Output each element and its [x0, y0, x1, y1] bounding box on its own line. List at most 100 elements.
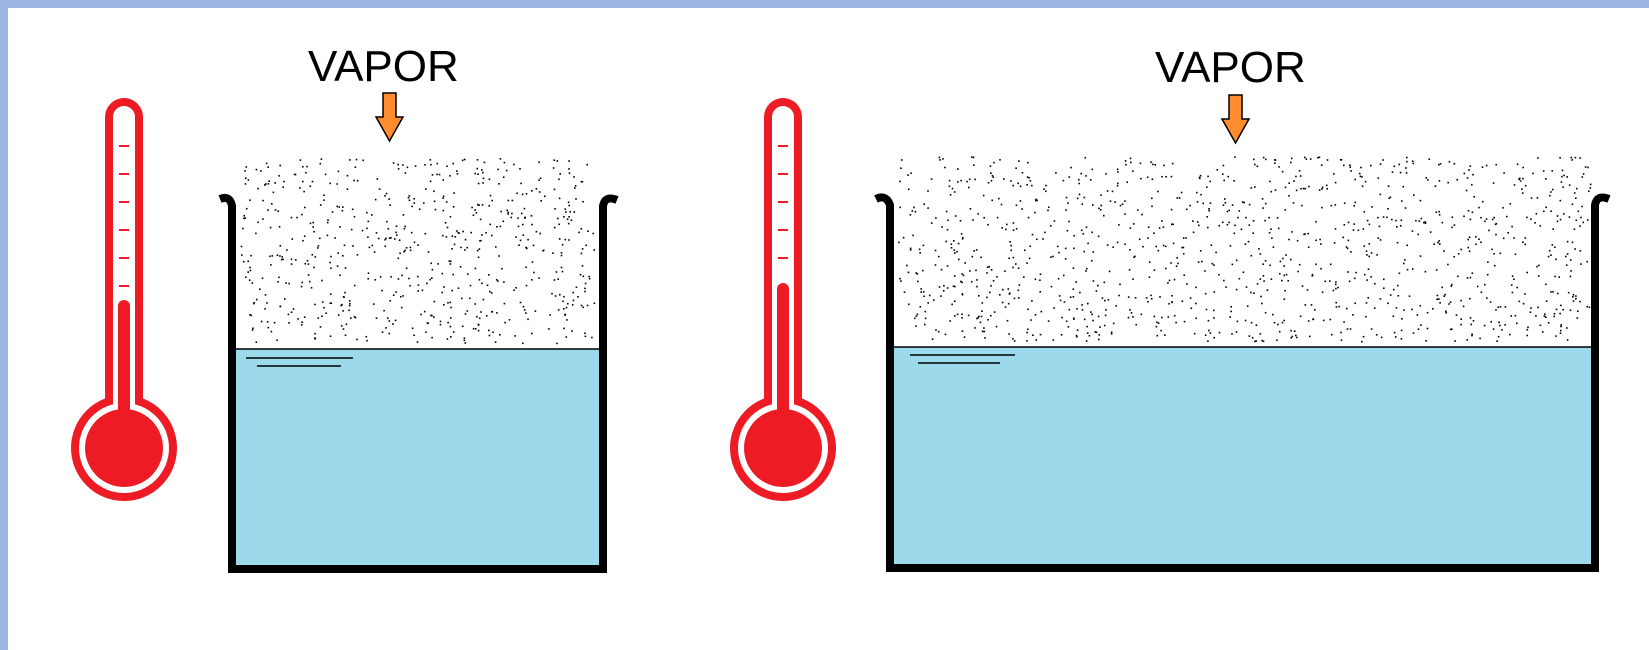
- vapor-dot: [352, 245, 354, 247]
- vapor-dot: [901, 159, 903, 161]
- vapor-dot: [450, 302, 452, 304]
- vapor-dot: [1291, 231, 1293, 233]
- vapor-dot: [1069, 176, 1071, 178]
- vapor-dot: [1019, 284, 1021, 286]
- vapor-dot: [395, 291, 397, 293]
- vapor-dot: [1005, 229, 1007, 231]
- vapor-dot: [1405, 207, 1407, 209]
- vapor-dot: [1519, 301, 1521, 303]
- vapor-dot: [1015, 263, 1017, 265]
- vapor-dot: [984, 337, 986, 339]
- vapor-dot: [1030, 319, 1032, 321]
- vapor-dot: [267, 166, 269, 168]
- vapor-dot: [935, 217, 937, 219]
- vapor-dot: [559, 238, 561, 240]
- vapor-dot: [947, 265, 949, 267]
- vapor-dot: [1112, 191, 1114, 193]
- vapor-dot: [923, 203, 925, 205]
- vapor-dot: [1566, 327, 1568, 329]
- vapor-dot: [334, 237, 336, 239]
- vapor-dot: [356, 339, 358, 341]
- vapor-dot: [1105, 173, 1107, 175]
- vapor-dot: [569, 211, 571, 213]
- vapor-dot: [450, 307, 452, 309]
- vapor-dot: [402, 295, 404, 297]
- vapor-dot: [1040, 273, 1042, 275]
- vapor-dot: [938, 256, 940, 258]
- vapor-dot: [1128, 296, 1130, 298]
- vapor-dot: [551, 293, 553, 295]
- vapor-dot: [304, 263, 306, 265]
- vapor-dot: [1171, 176, 1173, 178]
- vapor-dot: [390, 276, 392, 278]
- vapor-dot: [1421, 218, 1423, 220]
- vapor-dot: [1029, 258, 1031, 260]
- vapor-dot: [1521, 188, 1523, 190]
- vapor-dot: [1070, 296, 1072, 298]
- vapor-dot: [1473, 196, 1475, 198]
- vapor-dot: [475, 268, 477, 270]
- vapor-dot: [1158, 250, 1160, 252]
- vapor-dot: [940, 295, 942, 297]
- vapor-dot: [582, 201, 584, 203]
- vapor-dot: [1018, 290, 1020, 292]
- vapor-dot: [1308, 246, 1310, 248]
- vapor-dot: [1205, 334, 1207, 336]
- vapor-dot: [1413, 332, 1415, 334]
- vapor-dot: [1081, 230, 1083, 232]
- vapor-dot: [1227, 224, 1229, 226]
- vapor-dot: [1563, 213, 1565, 215]
- vapor-dot: [1315, 240, 1317, 242]
- vapor-dot: [245, 183, 247, 185]
- vapor-dot: [1288, 239, 1290, 241]
- vapor-dot: [1575, 298, 1577, 300]
- vapor-dot: [1063, 180, 1065, 182]
- vapor-dot: [990, 165, 992, 167]
- vapor-dot: [1417, 314, 1419, 316]
- vapor-dot: [522, 343, 524, 345]
- vapor-dot: [1454, 340, 1456, 342]
- vapor-dot: [1125, 164, 1127, 166]
- vapor-dot: [1107, 244, 1109, 246]
- vapor-dot: [1198, 225, 1200, 227]
- vapor-dot: [310, 223, 312, 225]
- vapor-dot: [1083, 233, 1085, 235]
- vapor-dot: [1321, 164, 1323, 166]
- vapor-dot: [1311, 304, 1313, 306]
- vapor-dot: [1549, 195, 1551, 197]
- vapor-dot: [451, 290, 453, 292]
- vapor-dot: [945, 241, 947, 243]
- vapor-dot: [349, 303, 351, 305]
- vapor-dot: [269, 256, 271, 258]
- vapor-dot: [1388, 185, 1390, 187]
- vapor-dot: [362, 160, 364, 162]
- vapor-dot: [518, 244, 520, 246]
- vapor-dot: [1073, 288, 1075, 290]
- vapor-dot: [1035, 279, 1037, 281]
- vapor-dot: [301, 282, 303, 284]
- vapor-dot: [527, 239, 529, 241]
- vapor-dot: [1322, 291, 1324, 293]
- vapor-dot: [1070, 167, 1072, 169]
- vapor-dot: [935, 264, 937, 266]
- vapor-dot: [1308, 186, 1310, 188]
- vapor-dot: [1294, 330, 1296, 332]
- vapor-dot: [1512, 275, 1514, 277]
- vapor-dot: [1522, 167, 1524, 169]
- vapor-dot: [1545, 316, 1547, 318]
- vapor-dot: [1371, 252, 1373, 254]
- vapor-dot: [584, 291, 586, 293]
- vapor-dot: [923, 296, 925, 298]
- vapor-dot: [1412, 230, 1414, 232]
- vapor-dot: [1147, 177, 1149, 179]
- vapor-dot: [268, 180, 270, 182]
- vapor-dot: [1383, 287, 1385, 289]
- vapor-dot: [244, 170, 246, 172]
- vapor-dot: [1132, 170, 1134, 172]
- vapor-dot: [423, 202, 425, 204]
- vapor-dot: [354, 216, 356, 218]
- vapor-dot: [1549, 250, 1551, 252]
- vapor-dot: [1303, 234, 1305, 236]
- vapor-dot: [1439, 180, 1441, 182]
- vapor-dot: [1470, 324, 1472, 326]
